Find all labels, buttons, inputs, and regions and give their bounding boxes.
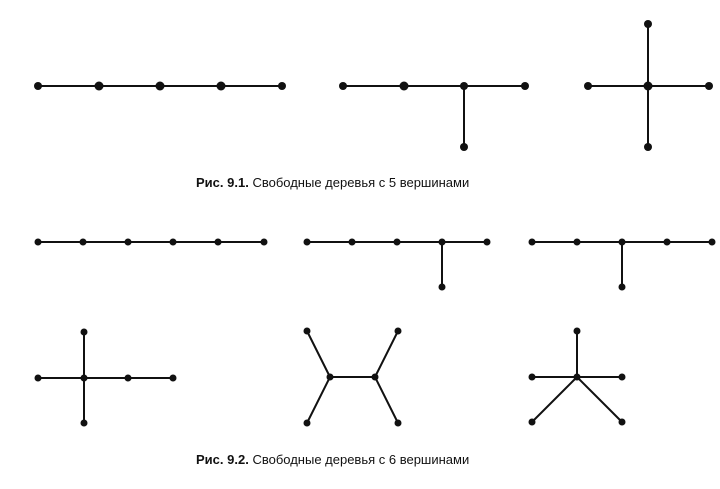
vertex	[399, 81, 409, 91]
vertex	[216, 81, 226, 91]
vertex	[303, 327, 311, 335]
tree-6-branch-middle	[528, 238, 716, 291]
vertex	[708, 238, 716, 246]
tree-6-double-fork	[303, 327, 402, 427]
vertex	[348, 238, 356, 246]
vertex	[394, 419, 402, 427]
edge	[306, 330, 331, 378]
vertex	[79, 238, 87, 246]
vertex	[584, 82, 592, 90]
vertex	[460, 82, 468, 90]
vertex	[155, 81, 165, 91]
edge	[531, 376, 578, 423]
vertex	[339, 82, 347, 90]
figure-2-caption: Рис. 9.2. Свободные деревья с 6 вершинам…	[196, 452, 469, 467]
edge	[374, 330, 399, 378]
vertex	[573, 373, 581, 381]
vertex	[528, 418, 536, 426]
edge	[306, 376, 331, 424]
edge	[576, 376, 623, 423]
vertex	[521, 82, 529, 90]
vertex	[94, 81, 104, 91]
vertex	[124, 238, 132, 246]
vertex	[644, 143, 652, 151]
vertex	[618, 238, 626, 246]
vertex	[528, 238, 536, 246]
vertex	[260, 238, 268, 246]
vertex	[80, 374, 88, 382]
tree-5-path	[34, 81, 286, 91]
figure-1-label: Рис. 9.1.	[196, 175, 249, 190]
vertex	[573, 327, 581, 335]
vertex	[169, 374, 177, 382]
figure-1-caption: Рис. 9.1. Свободные деревья с 5 вершинам…	[196, 175, 469, 190]
vertex	[303, 238, 311, 246]
vertex	[483, 238, 491, 246]
vertex	[214, 238, 222, 246]
vertex	[438, 283, 446, 291]
vertex	[80, 419, 88, 427]
tree-6-branch-end	[303, 238, 491, 291]
vertex	[394, 327, 402, 335]
vertex	[460, 143, 468, 151]
vertex	[124, 374, 132, 382]
vertex	[34, 82, 42, 90]
vertex	[371, 373, 379, 381]
vertex	[303, 419, 311, 427]
tree-5-branch	[339, 81, 529, 151]
figure-2-text: Свободные деревья с 6 вершинами	[252, 452, 470, 467]
vertex	[326, 373, 334, 381]
vertex	[169, 238, 177, 246]
vertex	[438, 238, 446, 246]
figure-2-label: Рис. 9.2.	[196, 452, 249, 467]
tree-6-star	[528, 327, 626, 426]
vertex	[528, 373, 536, 381]
vertex	[34, 238, 42, 246]
vertex	[393, 238, 401, 246]
figure-1-text: Свободные деревья с 5 вершинами	[252, 175, 470, 190]
tree-6-path	[34, 238, 268, 246]
vertex	[34, 374, 42, 382]
tree-6-cross-tail	[34, 328, 177, 427]
vertex	[643, 81, 653, 91]
vertex	[663, 238, 671, 246]
vertex	[618, 283, 626, 291]
vertex	[573, 238, 581, 246]
vertex	[618, 418, 626, 426]
edge	[374, 376, 399, 424]
vertex	[705, 82, 713, 90]
vertex	[618, 373, 626, 381]
vertex	[278, 82, 286, 90]
vertex	[80, 328, 88, 336]
vertex	[644, 20, 652, 28]
tree-5-star	[584, 20, 713, 151]
